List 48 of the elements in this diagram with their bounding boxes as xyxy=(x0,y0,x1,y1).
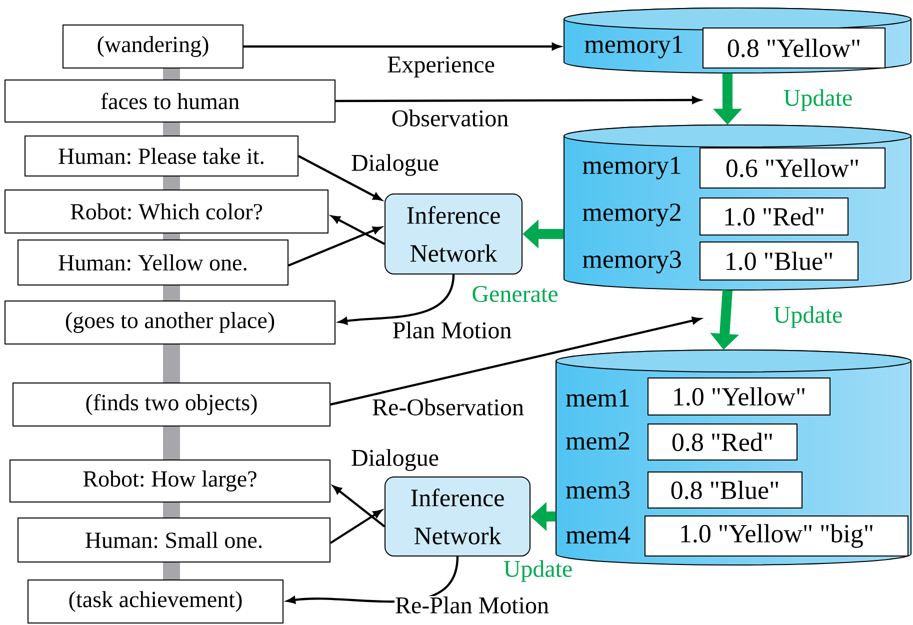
arrow xyxy=(331,216,386,245)
edge-label: Generate xyxy=(471,285,559,303)
edge-label: Plan Motion xyxy=(392,321,512,339)
value-box: 1.0 "Red" xyxy=(700,198,848,236)
step-box: (task achievement) xyxy=(28,580,284,624)
value-box: 0.8 "Blue" xyxy=(648,472,802,508)
edge-label: Observation xyxy=(390,109,510,127)
arrow xyxy=(336,96,701,104)
arrow xyxy=(330,316,701,406)
step-box: (finds two objects) xyxy=(12,382,330,426)
edge-label: Re-Plan Motion xyxy=(394,596,550,614)
edge-label: Dialogue xyxy=(350,154,440,176)
memory-label: memory3 xyxy=(582,250,681,274)
step-box: (goes to another place) xyxy=(4,300,336,344)
step-box: Human: Yellow one. xyxy=(18,240,288,286)
value-box: 1.0 "Yellow" "big" xyxy=(644,516,908,556)
step-box: faces to human xyxy=(4,80,336,122)
memory-label: mem3 xyxy=(566,481,630,499)
edge-label: Re-Observation xyxy=(372,398,524,416)
arrow xyxy=(288,226,382,267)
value-box: 0.6 "Yellow" xyxy=(700,148,886,188)
edge-label: Experience xyxy=(386,56,496,78)
memory-label: mem1 xyxy=(566,389,629,407)
step-box: Robot: Which color? xyxy=(4,190,328,234)
step-box: Human: Please take it. xyxy=(24,136,298,176)
value-box: 0.8 "Yellow" xyxy=(702,28,886,68)
arrow xyxy=(332,486,386,528)
memory-label: memory2 xyxy=(582,204,680,226)
step-box: Human: Small one. xyxy=(18,518,330,562)
memory-label: memory1 xyxy=(582,156,680,180)
edge-label: Dialogue xyxy=(350,448,440,472)
arrow xyxy=(244,42,560,50)
edge-label: Update xyxy=(772,306,844,328)
network-box: Inference Network xyxy=(384,476,530,556)
value-box: 1.0 "Yellow" xyxy=(648,378,830,416)
arrow xyxy=(330,510,382,544)
value-box: 0.8 "Red" xyxy=(648,424,798,460)
step-box: (wandering) xyxy=(62,24,244,68)
memory-label: memory1 xyxy=(584,36,682,58)
edge-label: Update xyxy=(502,560,574,582)
arrow xyxy=(298,155,382,200)
memory-label: mem4 xyxy=(566,526,630,544)
step-box: Robot: How large? xyxy=(10,460,330,502)
value-box: 1.0 "Blue" xyxy=(700,242,858,280)
memory-label: mem2 xyxy=(566,432,630,450)
edge-label: Update xyxy=(782,88,854,112)
network-box: Inference Network xyxy=(384,194,522,274)
arrow xyxy=(338,274,455,325)
